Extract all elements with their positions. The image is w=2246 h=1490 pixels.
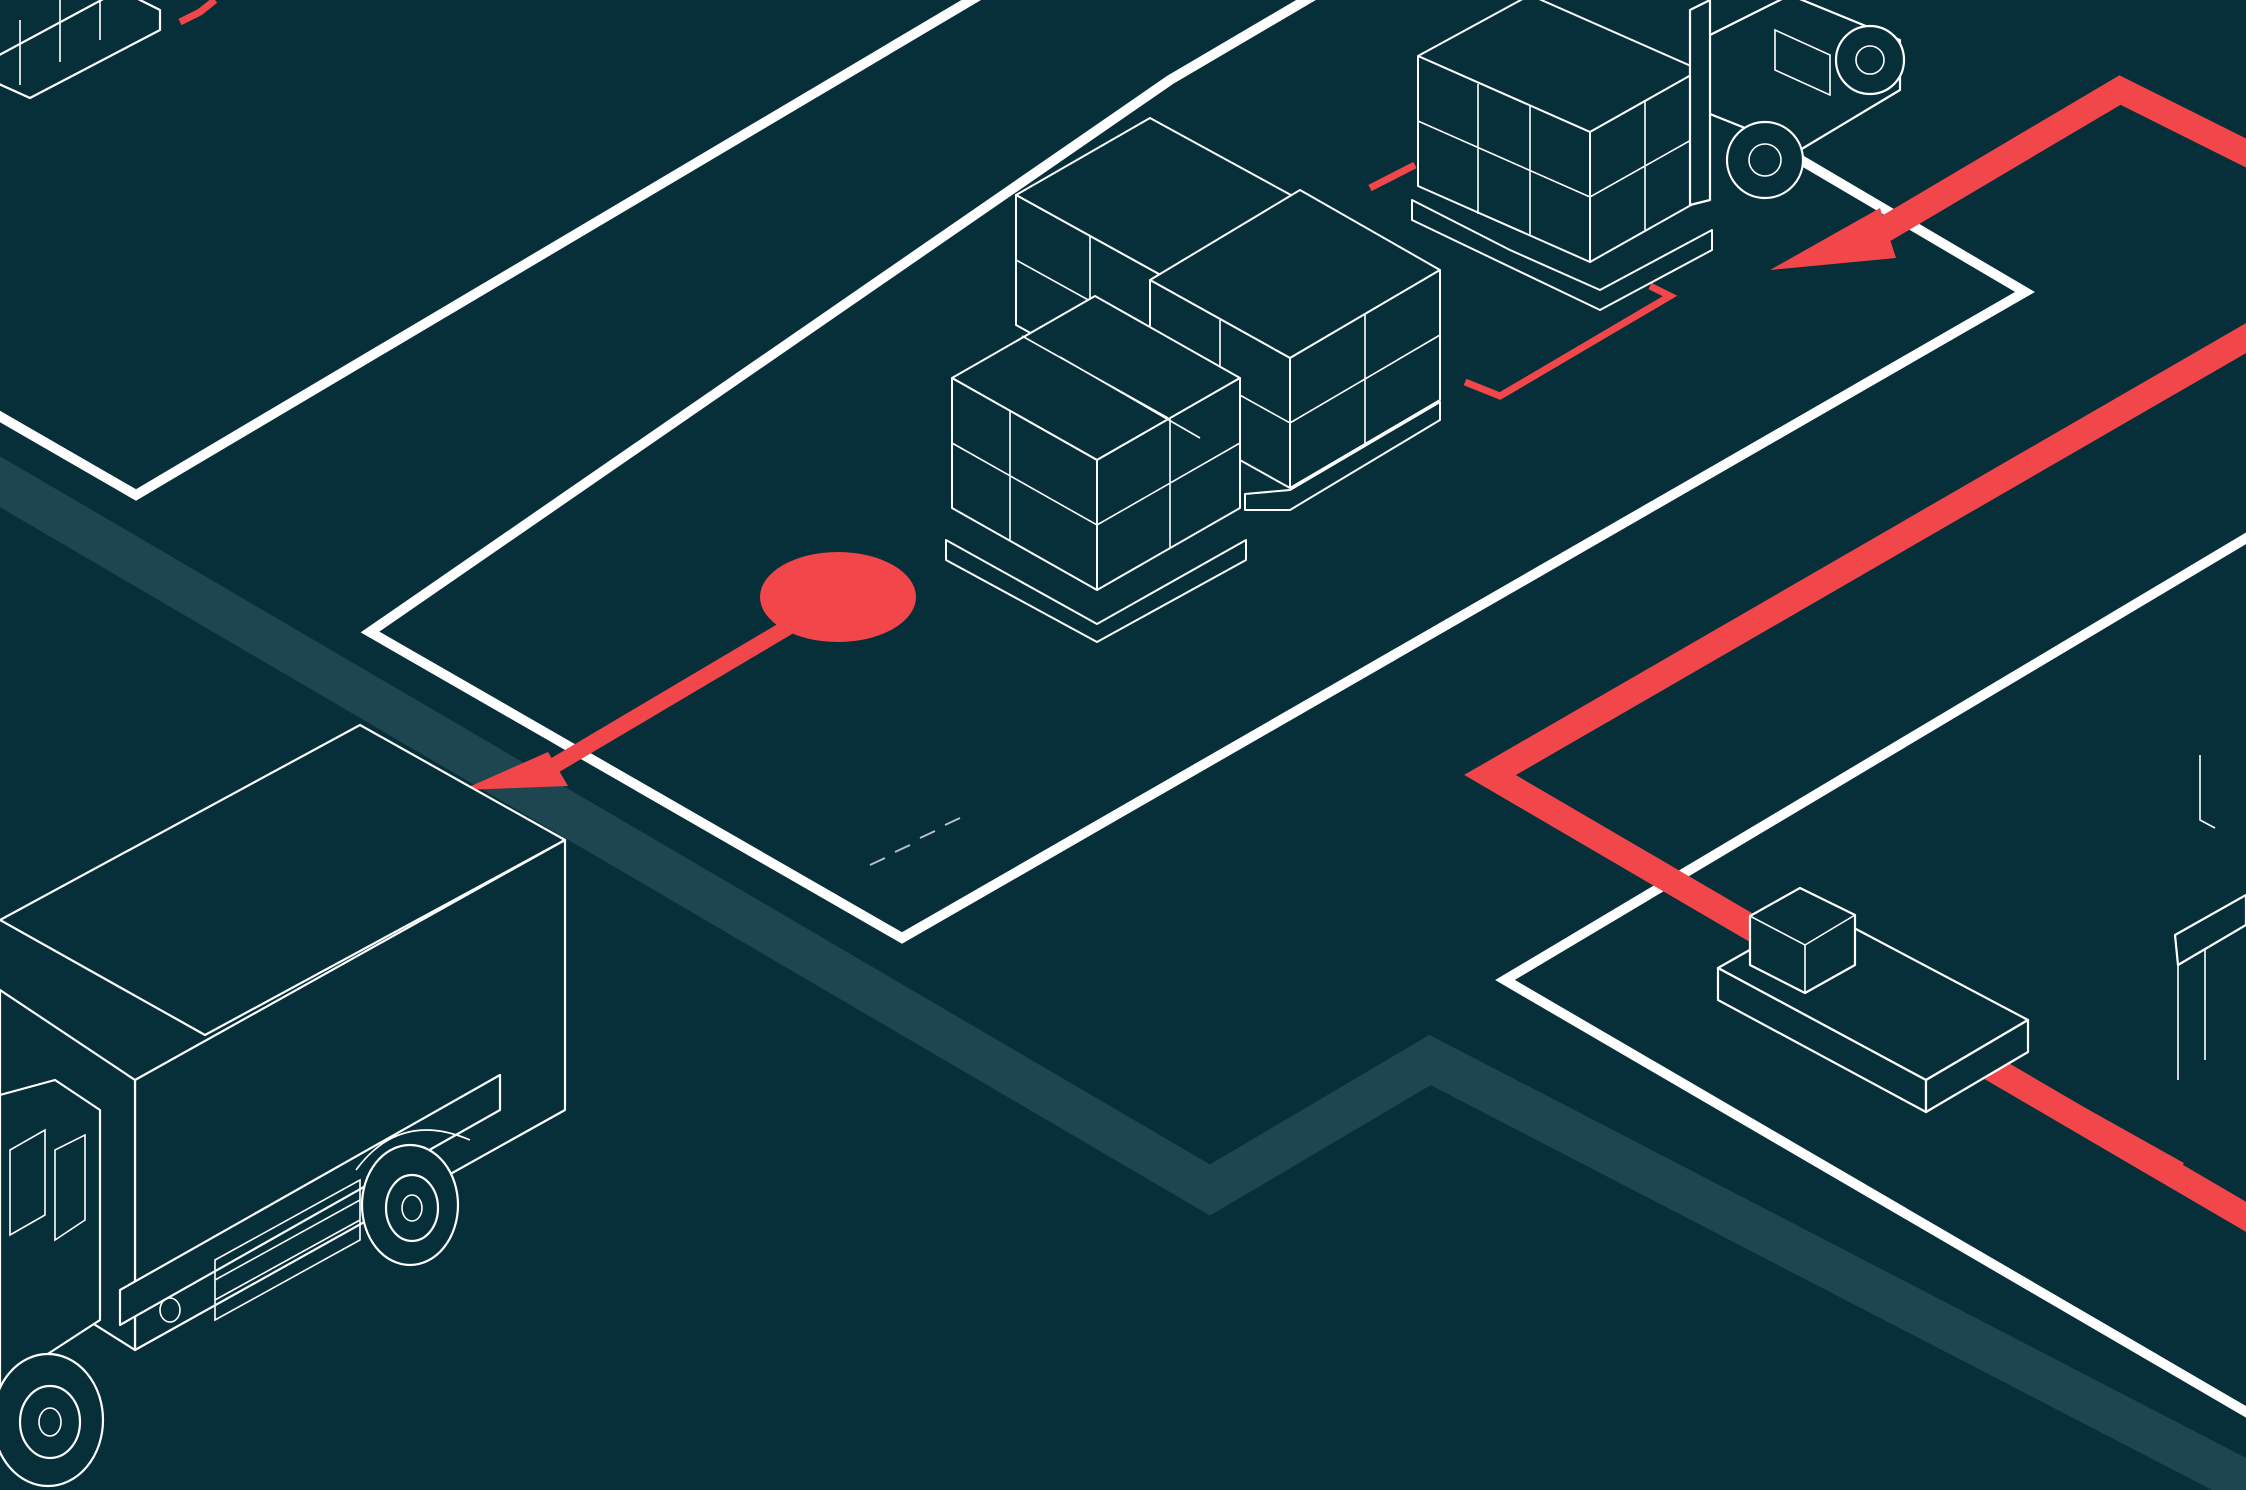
delivery-truck	[0, 725, 565, 1486]
corner-mark-top-left	[180, 0, 215, 22]
placement-bracket-left	[1370, 165, 1415, 188]
return-loop-arrowhead	[1770, 208, 1896, 270]
placement-bracket-right	[1465, 286, 1670, 396]
staging-to-truck-line	[530, 620, 800, 780]
return-loop-line-lower	[1490, 330, 2246, 1225]
pallet-stack-forklift	[1412, 0, 1712, 310]
dashed-guide	[870, 818, 960, 865]
workstation-table	[2175, 755, 2246, 1080]
single-box-pallet	[1718, 888, 2028, 1112]
forklift	[1690, 0, 1904, 205]
return-loop-line	[1880, 90, 2246, 232]
pallet-stack-top-left	[0, 0, 160, 98]
zone-outline-top-left	[0, 0, 1005, 495]
